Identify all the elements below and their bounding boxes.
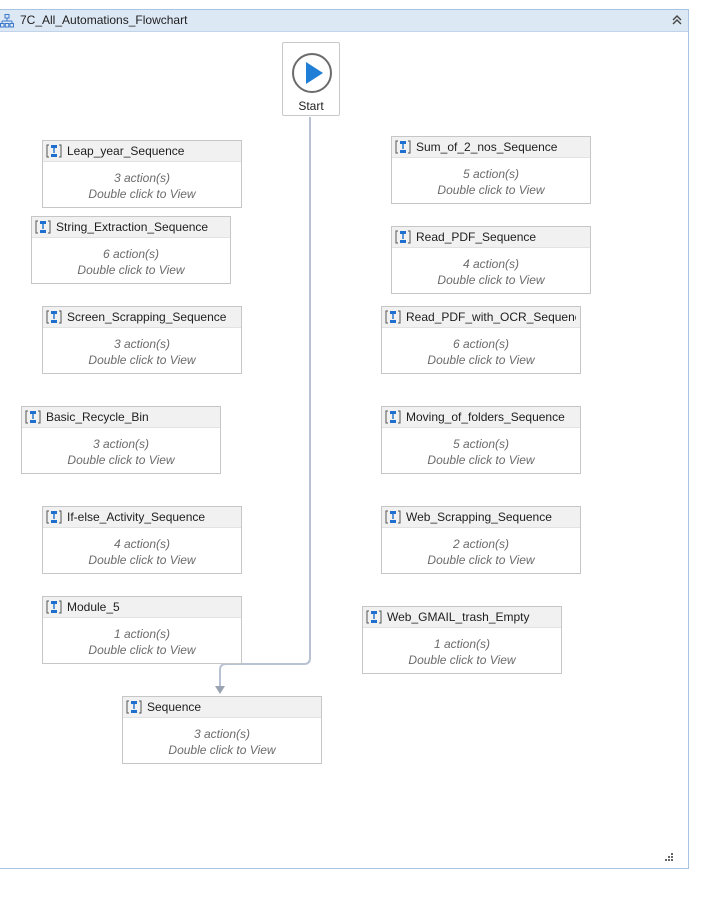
node-title: Web_Scrapping_Sequence	[406, 510, 552, 524]
sequence-node[interactable]: Basic_Recycle_Bin 3 action(s) Double cli…	[21, 406, 221, 474]
node-hint: Double click to View	[427, 453, 535, 467]
node-hint: Double click to View	[437, 183, 545, 197]
node-header: String_Extraction_Sequence	[32, 217, 230, 238]
node-title: Sum_of_2_nos_Sequence	[416, 140, 558, 154]
sequence-icon	[385, 310, 401, 324]
node-hint: Double click to View	[437, 273, 545, 287]
node-header: Moving_of_folders_Sequence	[382, 407, 580, 428]
node-title: Leap_year_Sequence	[67, 144, 185, 158]
node-title: Module_5	[67, 600, 120, 614]
node-title: Moving_of_folders_Sequence	[406, 410, 565, 424]
resize-grip-icon[interactable]	[664, 852, 674, 862]
sequence-icon	[46, 510, 62, 524]
node-action-count: 5 action(s)	[452, 437, 510, 451]
node-action-count: 3 action(s)	[113, 171, 171, 185]
node-hint: Double click to View	[168, 743, 276, 757]
sequence-icon	[395, 140, 411, 154]
node-title: Web_GMAIL_trash_Empty	[387, 610, 530, 624]
node-hint: Double click to View	[427, 353, 535, 367]
node-title: If-else_Activity_Sequence	[67, 510, 206, 524]
sequence-node[interactable]: Web_Scrapping_Sequence 2 action(s) Doubl…	[381, 506, 581, 574]
node-action-count: 6 action(s)	[102, 247, 160, 261]
node-hint: Double click to View	[408, 653, 516, 667]
node-action-count: 5 action(s)	[462, 167, 520, 181]
node-action-count: 4 action(s)	[462, 257, 520, 271]
sequence-icon	[126, 700, 142, 714]
node-header: Screen_Scrapping_Sequence	[43, 307, 241, 328]
node-header: If-else_Activity_Sequence	[43, 507, 241, 528]
flowchart-icon	[0, 14, 14, 28]
sequence-icon	[385, 510, 401, 524]
sequence-node[interactable]: Moving_of_folders_Sequence 5 action(s) D…	[381, 406, 581, 474]
node-action-count: 1 action(s)	[433, 637, 491, 651]
node-hint: Double click to View	[88, 353, 196, 367]
node-hint: Double click to View	[88, 643, 196, 657]
sequence-icon	[366, 610, 382, 624]
node-action-count: 1 action(s)	[113, 627, 171, 641]
node-hint: Double click to View	[427, 553, 535, 567]
node-title: Read_PDF_with_OCR_Sequence	[406, 310, 576, 324]
node-title: Read_PDF_Sequence	[416, 230, 537, 244]
sequence-icon	[46, 600, 62, 614]
panel-header: 7C_All_Automations_Flowchart	[0, 10, 688, 32]
sequence-node[interactable]: Read_PDF_Sequence 4 action(s) Double cli…	[391, 226, 591, 294]
panel-title: 7C_All_Automations_Flowchart	[20, 13, 188, 27]
node-action-count: 6 action(s)	[452, 337, 510, 351]
sequence-node[interactable]: Leap_year_Sequence 3 action(s) Double cl…	[42, 140, 242, 208]
node-header: Leap_year_Sequence	[43, 141, 241, 162]
sequence-icon	[25, 410, 41, 424]
double-chevron-up-icon[interactable]	[670, 13, 684, 27]
sequence-node[interactable]: Sum_of_2_nos_Sequence 5 action(s) Double…	[391, 136, 591, 204]
sequence-node[interactable]: String_Extraction_Sequence 6 action(s) D…	[31, 216, 231, 284]
sequence-node[interactable]: If-else_Activity_Sequence 4 action(s) Do…	[42, 506, 242, 574]
node-title: Sequence	[147, 700, 202, 714]
sequence-node[interactable]: Module_5 1 action(s) Double click to Vie…	[42, 596, 242, 664]
node-hint: Double click to View	[77, 263, 185, 277]
sequence-node[interactable]: Screen_Scrapping_Sequence 3 action(s) Do…	[42, 306, 242, 374]
start-label: Start	[298, 99, 324, 113]
sequence-node[interactable]: Read_PDF_with_OCR_Sequence 6 action(s) D…	[381, 306, 581, 374]
node-title: String_Extraction_Sequence	[56, 220, 209, 234]
play-icon	[292, 53, 332, 93]
node-action-count: 3 action(s)	[113, 337, 171, 351]
node-title: Screen_Scrapping_Sequence	[67, 310, 227, 324]
node-header: Module_5	[43, 597, 241, 618]
node-title: Basic_Recycle_Bin	[46, 410, 149, 424]
node-action-count: 2 action(s)	[452, 537, 510, 551]
node-hint: Double click to View	[67, 453, 175, 467]
sequence-icon	[35, 220, 51, 234]
sequence-icon	[46, 144, 62, 158]
node-hint: Double click to View	[88, 187, 196, 201]
sequence-node[interactable]: Web_GMAIL_trash_Empty 1 action(s) Double…	[362, 606, 562, 674]
node-header: Web_Scrapping_Sequence	[382, 507, 580, 528]
start-node[interactable]: Start	[282, 42, 340, 116]
sequence-icon	[46, 310, 62, 324]
sequence-node[interactable]: Sequence 3 action(s) Double click to Vie…	[122, 696, 322, 764]
sequence-icon	[395, 230, 411, 244]
node-header: Sum_of_2_nos_Sequence	[392, 137, 590, 158]
node-header: Read_PDF_Sequence	[392, 227, 590, 248]
node-header: Basic_Recycle_Bin	[22, 407, 220, 428]
node-action-count: 3 action(s)	[92, 437, 150, 451]
node-header: Sequence	[123, 697, 321, 718]
node-action-count: 4 action(s)	[113, 537, 171, 551]
node-header: Web_GMAIL_trash_Empty	[363, 607, 561, 628]
sequence-icon	[385, 410, 401, 424]
node-action-count: 3 action(s)	[193, 727, 251, 741]
node-header: Read_PDF_with_OCR_Sequence	[382, 307, 580, 328]
node-hint: Double click to View	[88, 553, 196, 567]
